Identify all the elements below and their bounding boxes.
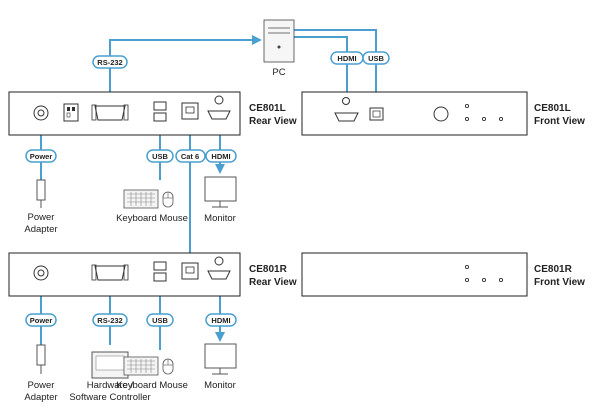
power-adapter-l-caption-1: Power [28, 212, 55, 223]
ce801r-rear-name: CE801R [249, 264, 288, 275]
dip-switch-icon [63, 103, 79, 122]
monitor-l-caption: Monitor [204, 213, 236, 224]
tag-hdmi-r-label: HDMI [211, 316, 230, 325]
tag-power-l: Power [25, 149, 57, 163]
mouse-icon [162, 358, 174, 375]
ce801l-rear-name: CE801L [249, 103, 286, 114]
power-adapter-r-caption-1: Power [28, 380, 55, 391]
ce801r-front-name: CE801R [534, 264, 573, 275]
tag-hdmi-r: HDMI [205, 313, 237, 327]
button-icon [433, 106, 449, 122]
keyboard-icon [123, 356, 159, 376]
led-indicators-icon [464, 264, 504, 283]
rj45-port-icon [181, 102, 199, 120]
monitor-icon [204, 176, 237, 208]
tag-rs232-top-label: RS-232 [97, 58, 122, 67]
keyboard-icon [123, 189, 159, 209]
controller-icon [91, 351, 129, 379]
controller-r-caption-1: Hardware / [87, 380, 134, 391]
hdmi-port-icon [207, 95, 231, 120]
hdmi-port-icon [207, 256, 231, 280]
ce801r-rear-view: Rear View [249, 277, 297, 288]
power-adapter-icon [36, 344, 46, 374]
tag-cat6-label: Cat 6 [181, 152, 199, 161]
mouse-icon [162, 191, 174, 208]
tag-cat6: Cat 6 [175, 149, 206, 163]
ce801r-front-device [301, 252, 528, 297]
power-adapter-icon [36, 179, 46, 208]
keyboard-mouse-l-caption: Keyboard Mouse [116, 213, 188, 224]
tag-usb-l-label: USB [152, 152, 168, 161]
ce801l-front-view: Front View [534, 116, 585, 127]
ce801l-front-name: CE801L [534, 103, 571, 114]
tag-power-r: Power [25, 313, 57, 327]
ce801l-front-device [301, 91, 528, 136]
rs232-port-icon [91, 104, 129, 121]
tag-power-r-label: Power [30, 316, 53, 325]
pc-label: PC [272, 67, 285, 78]
usb-port-icon [153, 261, 167, 282]
controller-r-caption-2: Software Controller [69, 392, 150, 403]
tag-hdmi-l-label: HDMI [211, 152, 230, 161]
tag-usb-pc-label: USB [368, 54, 384, 63]
tag-usb-r-label: USB [152, 316, 168, 325]
power-adapter-r-caption-2: Adapter [24, 392, 57, 403]
tag-rs232-r: RS-232 [92, 313, 128, 327]
rs232-port-icon [91, 264, 129, 281]
cable-rs232-pc [109, 35, 262, 93]
keyboard-mouse-r-caption: Keyboard Mouse [116, 380, 188, 391]
ce801l-rear-view: Rear View [249, 116, 297, 127]
pc-tower-icon [263, 19, 295, 63]
hdmi-port-icon [334, 97, 359, 122]
tag-rs232-r-label: RS-232 [97, 316, 122, 325]
power-jack-icon [33, 105, 49, 121]
ce801r-front-view: Front View [534, 277, 585, 288]
tag-hdmi-l: HDMI [205, 149, 237, 163]
tag-hdmi-pc: HDMI [330, 51, 364, 65]
led-indicators-icon [464, 103, 504, 122]
tag-usb-l: USB [146, 149, 174, 163]
power-jack-icon [33, 265, 49, 281]
cable-usb-pc [292, 29, 377, 108]
tag-usb-r: USB [146, 313, 174, 327]
power-adapter-l-caption-2: Adapter [24, 224, 57, 235]
monitor-r-caption: Monitor [204, 380, 236, 391]
usb-b-port-icon [369, 107, 384, 121]
cable-hdmi-pc [292, 36, 352, 110]
ce801l-rear-device [8, 91, 241, 136]
rj45-port-icon [181, 262, 199, 280]
cable-tags: RS-232 HDMI USB Power USB Cat 6 HDMI Po [25, 51, 390, 327]
tag-power-l-label: Power [30, 152, 53, 161]
usb-port-icon [153, 101, 167, 122]
tag-hdmi-pc-label: HDMI [337, 54, 356, 63]
ce801r-rear-device [8, 252, 241, 297]
tag-rs232-top: RS-232 [92, 55, 128, 69]
tag-usb-pc: USB [362, 51, 390, 65]
monitor-icon [204, 343, 237, 375]
